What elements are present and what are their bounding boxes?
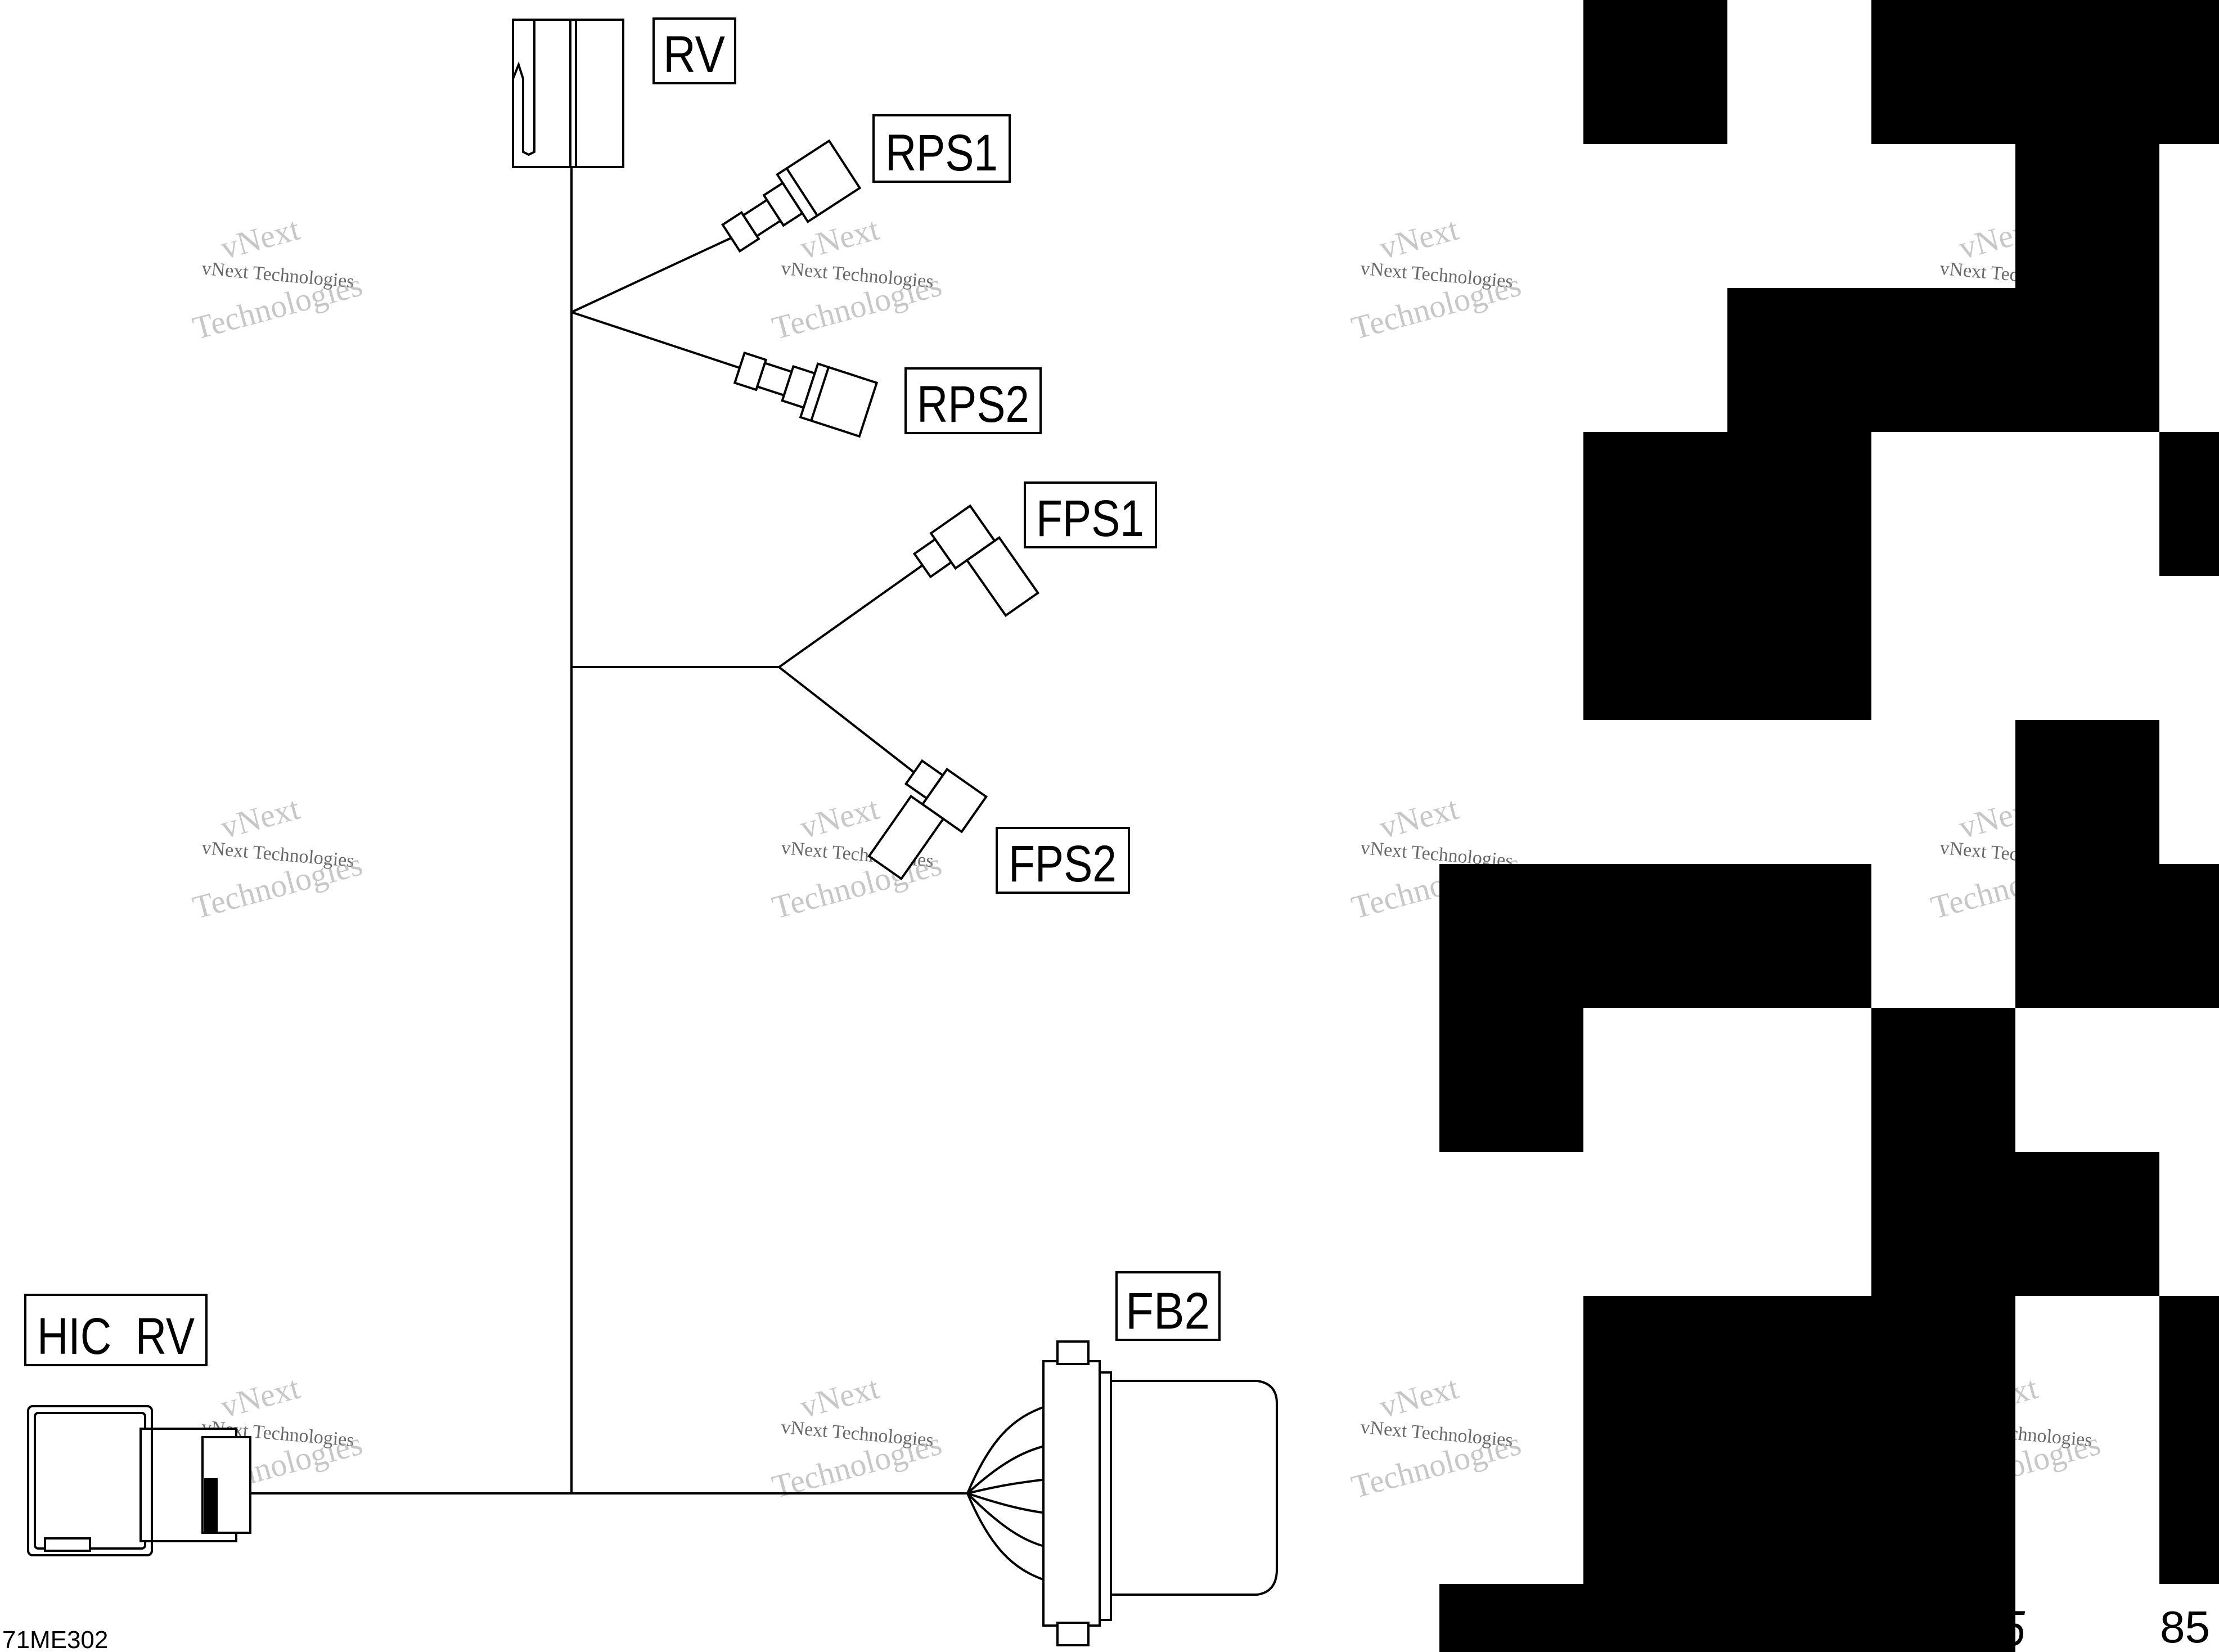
- svg-text:vNext: vNext: [796, 1369, 883, 1425]
- watermark: vNext vNext Technologies Technologies: [1348, 210, 1525, 346]
- hic-rv-label: HIC RV: [37, 1308, 195, 1365]
- watermark: vNext vNext Technologies Technologies: [189, 210, 366, 346]
- watermark: vNext vNext Technologies Technologies: [189, 790, 366, 926]
- svg-text:vNext: vNext: [1376, 1369, 1462, 1425]
- hic-rv-connector: [27, 1405, 251, 1556]
- svg-text:vNext: vNext: [217, 210, 304, 266]
- part-suffix: 85: [2160, 1602, 2210, 1652]
- watermark: vNext vNext Technologies Technologies: [768, 210, 946, 346]
- svg-text:vNext: vNext: [1376, 790, 1462, 845]
- fps2-label: FPS2: [1009, 835, 1117, 893]
- fps1-label: FPS1: [1036, 490, 1144, 547]
- qr-code-pattern: [1439, 0, 2219, 1652]
- svg-text:vNext: vNext: [217, 790, 304, 845]
- drawing-id: 71ME302: [2, 1626, 108, 1652]
- part-reference: S REVERSE : 5: [1710, 1600, 2026, 1652]
- fps2-sensor: [867, 759, 988, 881]
- fps1-sensor: [912, 504, 1040, 618]
- rps1-label: RPS1: [885, 124, 998, 182]
- watermark: vNext vNext Technologies Technologies: [1348, 1369, 1525, 1505]
- svg-text:vNext: vNext: [217, 1369, 304, 1425]
- rps2-connector: [733, 351, 879, 438]
- svg-text:vNext: vNext: [796, 790, 883, 845]
- fb2-connector: [966, 1340, 1278, 1646]
- harness-wires: [250, 166, 967, 1495]
- rps1-connector: [721, 139, 862, 253]
- svg-text:vNext: vNext: [1376, 210, 1462, 266]
- rv-connector: [512, 19, 624, 168]
- rv-label: RV: [663, 26, 725, 83]
- rps2-label: RPS2: [917, 376, 1029, 433]
- connector-labels: [24, 17, 1221, 1366]
- label-texts: RV RPS1 RPS2 FPS1 FPS2 HIC RV FB2: [37, 26, 1210, 1365]
- fb2-label: FB2: [1126, 1282, 1210, 1340]
- watermark: vNext vNext Technologies Technologies: [768, 1369, 946, 1505]
